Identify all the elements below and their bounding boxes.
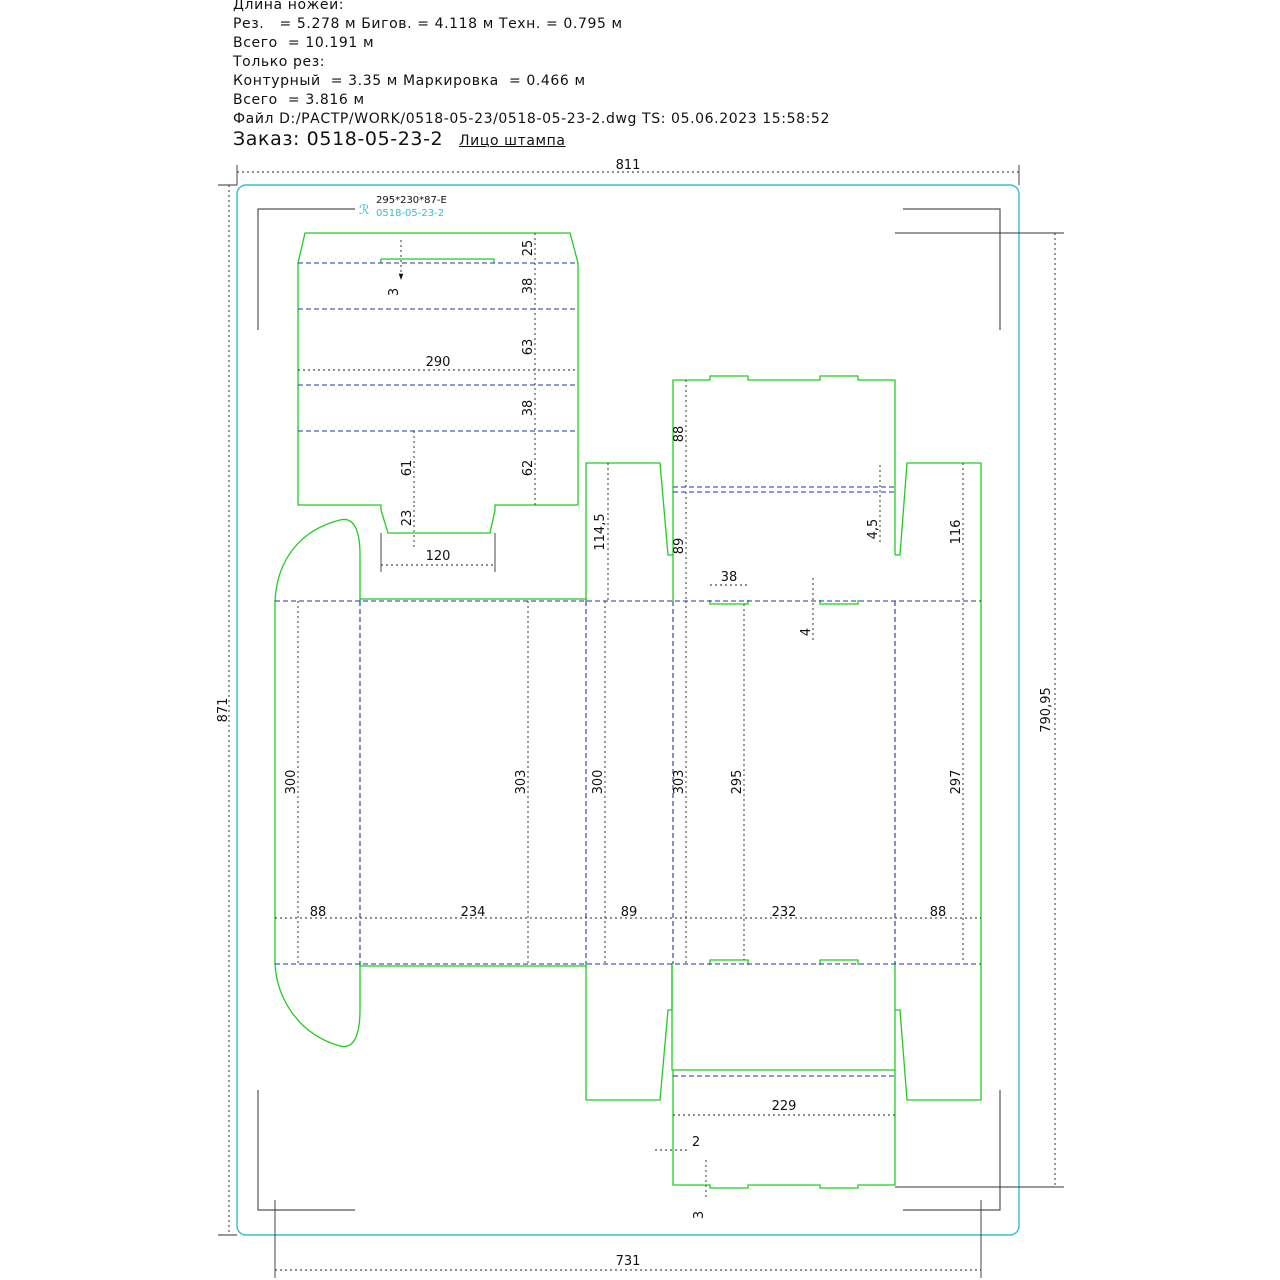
dim-height-300b: 300 bbox=[591, 770, 606, 795]
header-knife-length: Длина ножей: bbox=[233, 0, 345, 13]
header-file-path: Файл D:/РАСТР/WORK/0518-05-23/0518-05-23… bbox=[233, 111, 830, 127]
dim-lid-38b: 38 bbox=[521, 400, 536, 417]
side-flap-top-left bbox=[585, 462, 674, 601]
dim-tab-120: 120 bbox=[426, 549, 451, 564]
slot-bottom-left bbox=[709, 959, 749, 965]
panel-234-bottom bbox=[359, 964, 587, 967]
dim-overall-width: 811 bbox=[616, 158, 641, 173]
corner-mark-top-left bbox=[257, 208, 355, 330]
stamp-logo: ℛ bbox=[359, 203, 369, 218]
dim-lid-61: 61 bbox=[400, 460, 415, 477]
dim-bottom-229: 229 bbox=[772, 1099, 797, 1114]
dim-side-114-5: 114,5 bbox=[593, 513, 608, 550]
stamp-order-text: 0518-05-23-2 bbox=[376, 208, 444, 219]
dim-height-303a: 303 bbox=[514, 770, 529, 795]
dim-lid-63: 63 bbox=[521, 339, 536, 356]
header-total-2: Всего = 3.816 м bbox=[233, 92, 365, 108]
dim-width-232: 232 bbox=[772, 905, 797, 920]
dim-tab-23: 23 bbox=[400, 510, 415, 527]
dim-slot-4: 4 bbox=[799, 628, 814, 636]
dim-lid-88v: 88 bbox=[672, 426, 687, 443]
header-face-link[interactable]: Лицо штампа bbox=[459, 133, 566, 149]
dim-width-88a: 88 bbox=[310, 905, 327, 920]
dim-slot-38: 38 bbox=[721, 570, 738, 585]
slot-top-right bbox=[819, 600, 859, 605]
dim-height-303b: 303 bbox=[672, 770, 687, 795]
left-flap-top-outline bbox=[274, 518, 361, 602]
header-contour-marking: Контурный = 3.35 м Маркировка = 0.466 м bbox=[233, 73, 586, 89]
stamp-size-text: 295*230*87-E bbox=[376, 195, 447, 206]
die-board-frame bbox=[236, 184, 1020, 1236]
dim-bottom-3: 3 bbox=[692, 1211, 707, 1219]
corner-mark-bottom-left bbox=[257, 1090, 355, 1211]
header-order-number: Заказ: 0518-05-23-2 bbox=[233, 128, 444, 150]
dim-flap-116: 116 bbox=[949, 520, 964, 545]
side-flap-bottom-left bbox=[585, 964, 673, 1101]
dim-height-297: 297 bbox=[949, 770, 964, 795]
panel-232-top-lid bbox=[672, 375, 896, 555]
header-only-cut: Только рез: bbox=[233, 54, 326, 70]
left-flap-bottom-outline bbox=[274, 963, 361, 1048]
dim-bottom-width: 731 bbox=[616, 1254, 641, 1269]
dim-lid-62: 62 bbox=[521, 460, 536, 477]
side-flap-bottom-right bbox=[895, 961, 982, 1101]
dim-lid-38a: 38 bbox=[521, 278, 536, 295]
corner-mark-bottom-right bbox=[903, 1090, 1001, 1211]
dim-width-88b: 88 bbox=[930, 905, 947, 920]
dim-right-height: 790,95 bbox=[1039, 687, 1054, 733]
panel-232-bottom-lid bbox=[672, 1070, 896, 1189]
dim-height-295: 295 bbox=[730, 770, 745, 795]
dim-lid-3: 3 bbox=[387, 288, 402, 296]
dim-width-89: 89 bbox=[621, 905, 638, 920]
side-flap-top-right bbox=[895, 462, 982, 603]
dim-height-300a: 300 bbox=[284, 770, 299, 795]
dim-lid-290: 290 bbox=[426, 355, 451, 370]
dim-overall-height: 871 bbox=[216, 698, 231, 723]
lid-notch bbox=[380, 258, 495, 263]
panel-232-bottom-frame bbox=[671, 964, 896, 1071]
header-total-1: Всего = 10.191 м bbox=[233, 35, 375, 51]
panel-234-top bbox=[359, 598, 587, 601]
header-cut-crease-tech: Рез. = 5.278 м Бигов. = 4.118 м Техн. = … bbox=[233, 16, 623, 32]
slot-bottom-right bbox=[819, 959, 859, 965]
slot-top-left bbox=[709, 600, 749, 605]
lid-panel-outline bbox=[297, 232, 579, 534]
dim-lid-25: 25 bbox=[521, 240, 536, 257]
corner-mark-top-right bbox=[903, 208, 1001, 330]
dim-width-234: 234 bbox=[461, 905, 486, 920]
dim-lid-89v: 89 bbox=[672, 538, 687, 555]
dim-bottom-2: 2 bbox=[692, 1135, 700, 1150]
dim-lid-4-5: 4,5 bbox=[866, 519, 881, 540]
